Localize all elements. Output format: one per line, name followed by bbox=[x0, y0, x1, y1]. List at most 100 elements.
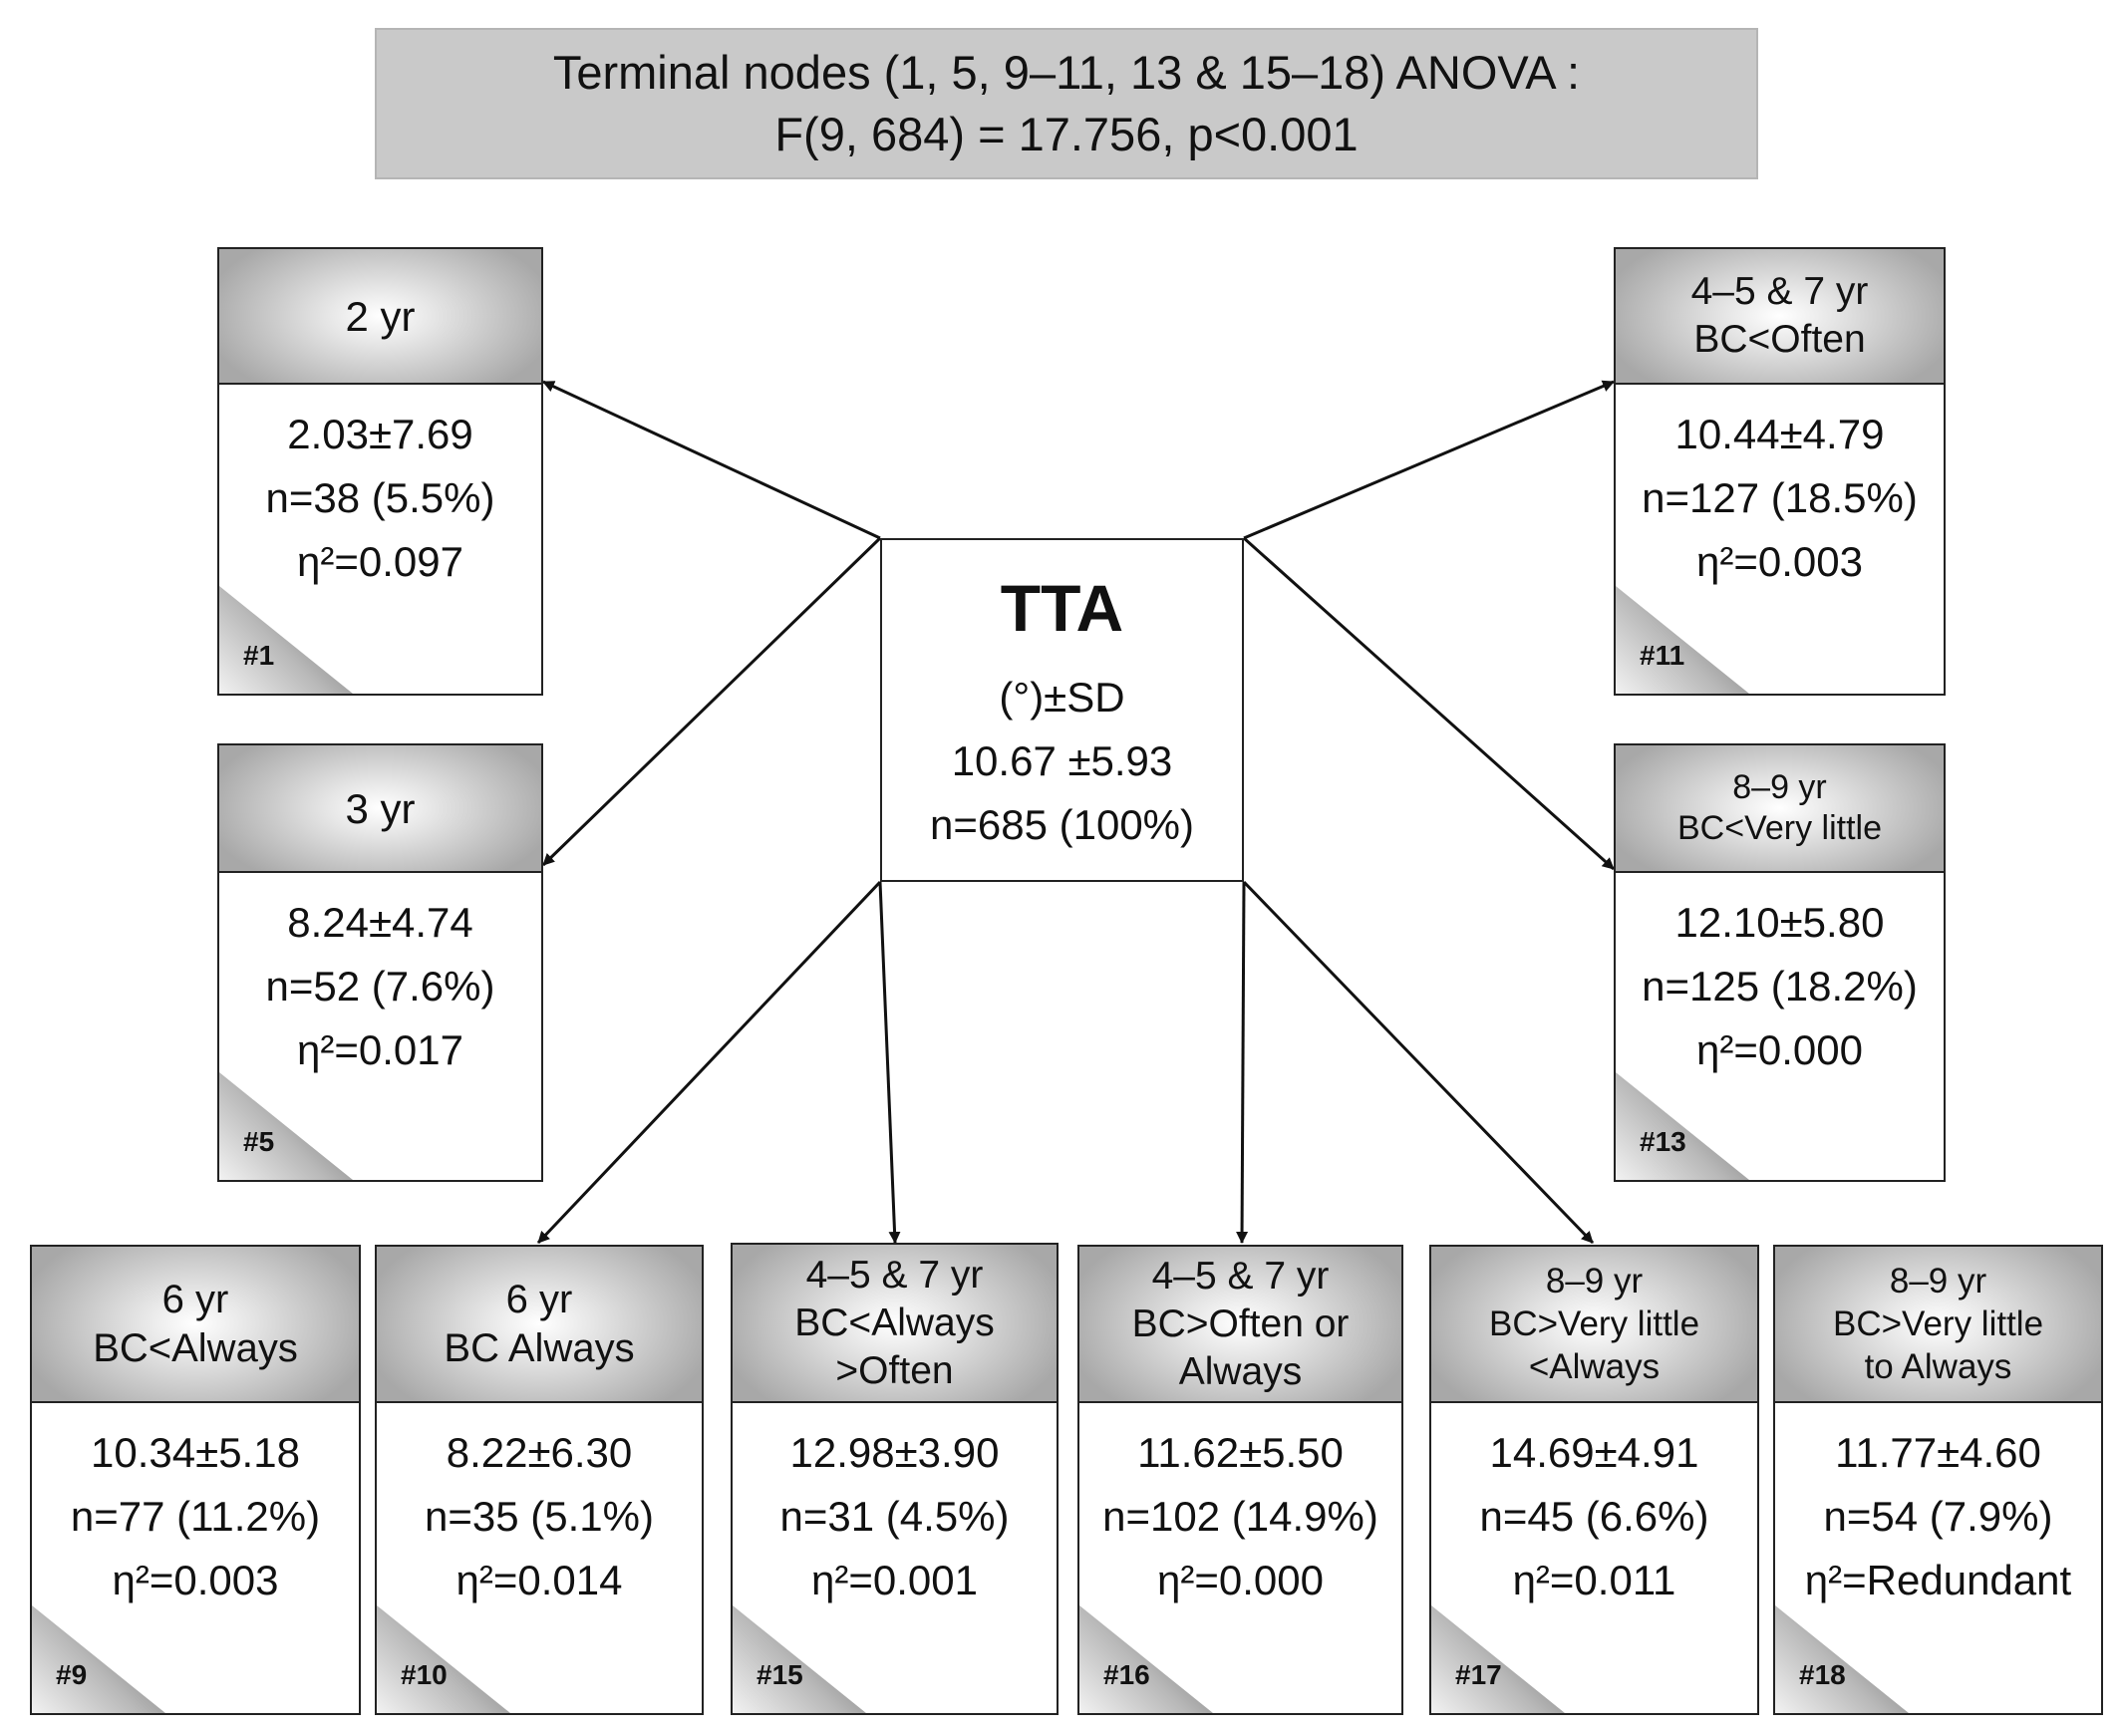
node-9-sample-size: n=77 (11.2%) bbox=[70, 1493, 321, 1540]
node-17-sample-size: n=45 (6.6%) bbox=[1479, 1493, 1709, 1540]
node-17-eta-squared: η²=0.011 bbox=[1512, 1557, 1676, 1603]
node-9-stats-panel: 10.34±5.18 n=77 (11.2%) η²=0.003 #9 bbox=[32, 1403, 359, 1713]
node-9-number: #9 bbox=[56, 1659, 88, 1690]
node-1: 2 yr 2.03±7.69 n=38 (5.5%) η²=0.097 #1 bbox=[217, 247, 543, 696]
node-11-eta-squared: η²=0.003 bbox=[1696, 538, 1863, 585]
node-11-condition: 4–5 & 7 yr BC<Often bbox=[1616, 249, 1944, 385]
node-10-stats-panel: 8.22±6.30 n=35 (5.1%) η²=0.014 #10 bbox=[377, 1403, 702, 1713]
node-1-condition-line: 2 yr bbox=[345, 292, 416, 340]
node-5-condition-line: 3 yr bbox=[345, 784, 416, 832]
node-17-mean-sd: 14.69±4.91 bbox=[1489, 1429, 1699, 1476]
node-17-condition-line: 8–9 yr bbox=[1545, 1262, 1644, 1301]
root-node-tta: TTA (°)±SD 10.67 ±5.93 n=685 (100%) bbox=[880, 538, 1244, 882]
node-15-eta-squared: η²=0.001 bbox=[811, 1557, 978, 1603]
root-unit: (°)±SD bbox=[999, 674, 1125, 721]
arrow-to-node-15 bbox=[878, 881, 901, 1244]
node-9-condition-line: BC<Always bbox=[93, 1325, 298, 1370]
node-18-condition-line: to Always bbox=[1864, 1347, 2012, 1386]
node-18-sample-size: n=54 (7.9%) bbox=[1823, 1493, 2053, 1540]
node-16-condition-line: BC>Often or bbox=[1131, 1302, 1350, 1345]
arrow-to-node-1 bbox=[542, 380, 881, 540]
node-5-sample-size: n=52 (7.6%) bbox=[265, 963, 495, 1010]
node-1-stats-panel: 2.03±7.69 n=38 (5.5%) η²=0.097 #1 bbox=[219, 385, 541, 694]
node-16-condition-line: Always bbox=[1178, 1349, 1303, 1393]
node-9-eta-squared: η²=0.003 bbox=[112, 1557, 279, 1603]
anova-header: Terminal nodes (1, 5, 9–11, 13 & 15–18) … bbox=[375, 28, 1758, 179]
anova-title: Terminal nodes (1, 5, 9–11, 13 & 15–18) … bbox=[552, 46, 1581, 99]
node-13-eta-squared: η²=0.000 bbox=[1696, 1026, 1863, 1073]
node-15-mean-sd: 12.98±3.90 bbox=[789, 1429, 1000, 1476]
node-10-mean-sd: 8.22±6.30 bbox=[446, 1429, 633, 1476]
node-5-mean-sd: 8.24±4.74 bbox=[287, 899, 473, 946]
node-10-eta-squared: η²=0.014 bbox=[455, 1557, 623, 1603]
node-1-mean-sd: 2.03±7.69 bbox=[287, 411, 473, 457]
node-16-condition-line: 4–5 & 7 yr bbox=[1151, 1254, 1330, 1298]
node-10-condition-line: 6 yr bbox=[505, 1277, 573, 1321]
node-13-sample-size: n=125 (18.2%) bbox=[1642, 963, 1918, 1010]
node-1-corner-tab bbox=[219, 586, 353, 694]
node-11-sample-size: n=127 (18.5%) bbox=[1642, 474, 1918, 521]
node-15-condition-line: >Often bbox=[835, 1348, 954, 1392]
node-1-number: #1 bbox=[243, 640, 275, 671]
node-10-sample-size: n=35 (5.1%) bbox=[425, 1493, 654, 1540]
node-5: 3 yr 8.24±4.74 n=52 (7.6%) η²=0.017 #5 bbox=[217, 743, 543, 1182]
node-18-condition-line: 8–9 yr bbox=[1889, 1262, 1987, 1301]
node-13-condition-line: BC<Very little bbox=[1676, 809, 1883, 847]
node-5-corner-tab bbox=[219, 1072, 353, 1180]
arrow-to-node-16 bbox=[1236, 881, 1249, 1244]
node-15-sample-size: n=31 (4.5%) bbox=[779, 1493, 1010, 1540]
node-10-number: #10 bbox=[401, 1659, 448, 1690]
arrow-to-node-13 bbox=[1242, 536, 1616, 871]
node-13-mean-sd: 12.10±5.80 bbox=[1674, 899, 1885, 946]
node-11-mean-sd: 10.44±4.79 bbox=[1674, 411, 1885, 457]
node-1-condition: 2 yr bbox=[219, 249, 541, 385]
arrow-to-node-5 bbox=[541, 536, 882, 867]
node-5-condition: 3 yr bbox=[219, 745, 541, 873]
node-5-number: #5 bbox=[243, 1126, 275, 1157]
root-title: TTA bbox=[1000, 571, 1124, 645]
node-17-condition-line: <Always bbox=[1528, 1347, 1661, 1386]
node-13-number: #13 bbox=[1640, 1126, 1686, 1157]
node-11-stats-panel: 10.44±4.79 n=127 (18.5%) η²=0.003 #11 bbox=[1616, 385, 1944, 694]
node-5-eta-squared: η²=0.017 bbox=[297, 1026, 463, 1073]
node-15-number: #15 bbox=[757, 1659, 803, 1690]
node-9-mean-sd: 10.34±5.18 bbox=[91, 1429, 300, 1476]
node-18-mean-sd: 11.77±4.60 bbox=[1835, 1429, 2041, 1476]
node-1-eta-squared: η²=0.097 bbox=[297, 538, 463, 585]
anova-statistic: F(9, 684) = 17.756, p<0.001 bbox=[774, 108, 1359, 160]
node-11-condition-line: BC<Often bbox=[1693, 318, 1866, 361]
node-15-condition-line: 4–5 & 7 yr bbox=[805, 1253, 984, 1297]
node-18-eta-squared: η²=Redundant bbox=[1804, 1557, 2072, 1603]
node-9-corner-tab bbox=[32, 1605, 165, 1713]
node-13-stats-panel: 12.10±5.80 n=125 (18.2%) η²=0.000 #13 bbox=[1616, 873, 1944, 1180]
node-11-condition-line: 4–5 & 7 yr bbox=[1690, 270, 1869, 313]
node-15-stats-panel: 12.98±3.90 n=31 (4.5%) η²=0.001 #15 bbox=[733, 1403, 1057, 1713]
node-16-number: #16 bbox=[1103, 1659, 1150, 1690]
root-mean: 10.67 ±5.93 bbox=[951, 737, 1173, 784]
node-11-number: #11 bbox=[1640, 640, 1685, 671]
node-1-sample-size: n=38 (5.5%) bbox=[265, 474, 495, 521]
arrow-to-node-11 bbox=[1243, 380, 1615, 540]
node-16-mean-sd: 11.62±5.50 bbox=[1137, 1429, 1344, 1476]
node-9-condition-line: 6 yr bbox=[161, 1277, 229, 1321]
node-11: 4–5 & 7 yr BC<Often 10.44±4.79 n=127 (18.5%… bbox=[1614, 247, 1946, 696]
arrow-to-node-10 bbox=[536, 880, 882, 1245]
node-15-condition-line: BC<Always bbox=[794, 1301, 995, 1344]
